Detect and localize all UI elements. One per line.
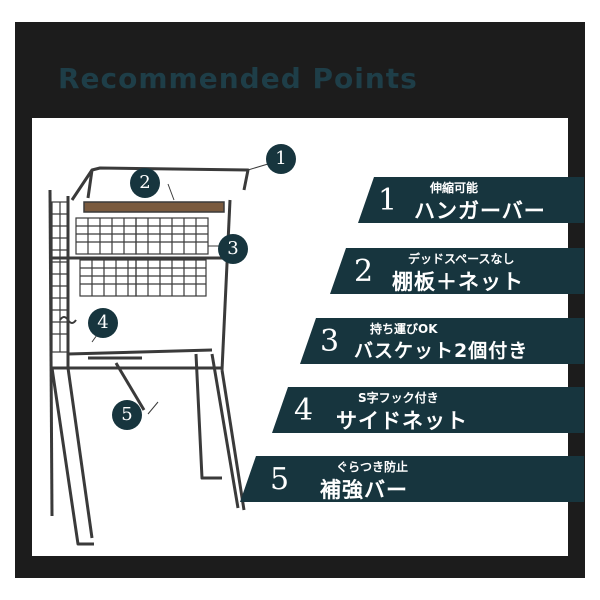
point-subtitle: ぐらつき防止 — [336, 460, 409, 474]
callout-3: 3 — [218, 234, 248, 264]
point-subtitle: デッドスペースなし — [408, 252, 515, 266]
point-number: 2 — [354, 254, 374, 289]
laundry-rack-illustration — [48, 163, 269, 546]
callout-5: 5 — [112, 400, 142, 430]
point-title: 補強バー — [320, 478, 408, 502]
point-banner-4: 4 S字フック付き サイドネット — [272, 387, 584, 433]
point-title: 棚板＋ネット — [392, 270, 524, 294]
point-banner-5: 5 ぐらつき防止 補強バー — [240, 456, 584, 502]
point-subtitle: 持ち運びOK — [370, 322, 438, 336]
point-subtitle: S字フック付き — [358, 391, 439, 405]
point-banner-1: 1 伸縮可能 ハンガーバー — [358, 177, 584, 223]
callout-1: 1 — [266, 144, 296, 174]
basket-lower-right — [135, 259, 207, 297]
page-heading: Recommended Points — [58, 62, 418, 95]
callout-4: 4 — [88, 308, 118, 338]
point-number: 3 — [320, 324, 340, 359]
point-banner-2: 2 デッドスペースなし 棚板＋ネット — [330, 248, 584, 294]
point-banner-3: 3 持ち運びOK バスケット2個付き — [300, 318, 584, 364]
point-title: サイドネット — [336, 409, 468, 433]
point-title: ハンガーバー — [414, 199, 546, 223]
callout-2: 2 — [130, 168, 160, 198]
point-number: 4 — [294, 393, 314, 428]
s-hook-icon — [59, 316, 77, 324]
point-number: 5 — [270, 462, 290, 497]
basket-upper-left — [75, 217, 137, 255]
point-number: 1 — [378, 183, 398, 218]
point-subtitle: 伸縮可能 — [430, 181, 479, 195]
point-title: バスケット2個付き — [354, 340, 529, 362]
shelf-board — [83, 201, 225, 213]
